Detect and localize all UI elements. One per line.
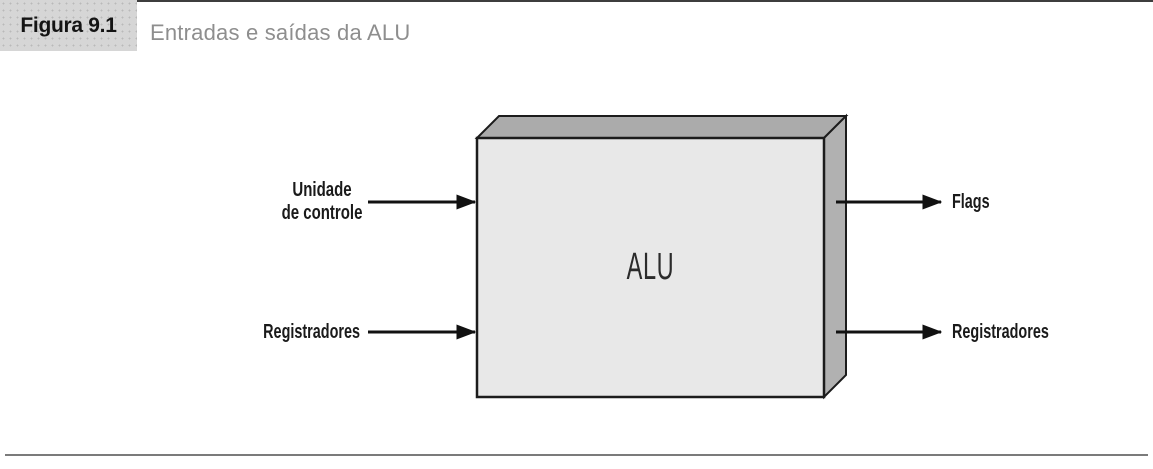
input-label-registers: Registradores [263, 321, 360, 343]
alu-box-side-face [823, 113, 847, 400]
input-label-control-unit: Unidade de controle [281, 179, 363, 224]
figure-label-box: Figura 9.1 [0, 0, 137, 51]
figure-caption: Entradas e saídas da ALU [150, 19, 411, 45]
header-rule [0, 0, 1153, 2]
alu-box-top-face [474, 115, 849, 139]
bottom-rule [5, 454, 1148, 456]
alu-box-front-face [475, 136, 826, 399]
figure-number: Figura 9.1 [20, 13, 117, 37]
output-label-registers: Registradores [952, 321, 1049, 343]
output-label-flags: Flags [952, 191, 990, 213]
